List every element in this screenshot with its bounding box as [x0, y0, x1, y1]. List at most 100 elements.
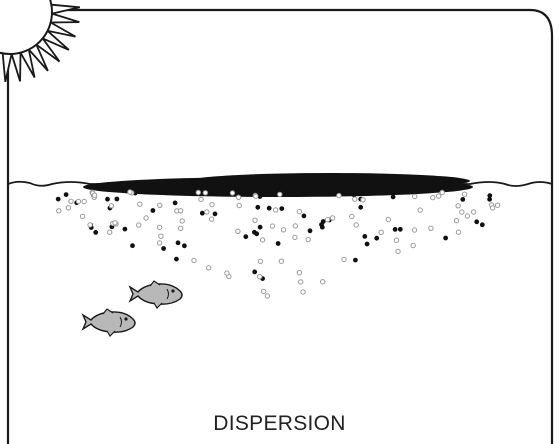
droplet-gray — [431, 195, 435, 199]
droplet-gray — [437, 194, 441, 198]
sun-icon — [0, 0, 80, 82]
droplet-gray — [456, 204, 460, 208]
droplet-gray — [306, 237, 310, 241]
droplet-gray — [258, 259, 262, 263]
droplet-gray — [210, 202, 214, 206]
droplet-gray — [495, 203, 499, 207]
droplet-gray — [225, 271, 229, 275]
droplet-dark — [94, 231, 98, 235]
droplet-dark — [267, 206, 271, 210]
droplet-gray — [265, 294, 269, 298]
droplet-dark — [256, 205, 260, 209]
droplet-gray — [92, 193, 96, 197]
droplet-gray — [209, 217, 213, 221]
droplet-dark — [305, 191, 309, 195]
droplet-gray — [413, 194, 417, 198]
droplet-dark — [56, 197, 60, 201]
droplet-gray — [278, 192, 282, 196]
droplet-dark — [258, 195, 262, 199]
droplet-dark — [375, 236, 379, 240]
droplet-gray — [144, 216, 148, 220]
droplet-gray — [66, 206, 70, 210]
droplet-gray — [394, 238, 398, 242]
droplet-gray — [379, 230, 383, 234]
droplet-gray — [297, 209, 301, 213]
droplet-dark — [444, 236, 448, 240]
droplet-dark — [183, 244, 187, 248]
droplet-gray — [158, 203, 162, 207]
droplet-gray — [236, 229, 240, 233]
droplet-cloud — [56, 190, 500, 298]
droplet-gray — [179, 226, 183, 230]
droplet-gray — [192, 258, 196, 262]
droplet-dark — [475, 220, 479, 224]
droplet-gray — [330, 216, 334, 220]
droplet-dark — [258, 225, 262, 229]
droplet-gray — [454, 219, 458, 223]
droplet-gray — [279, 259, 283, 263]
droplet-gray — [203, 191, 207, 195]
droplet-dark — [363, 235, 367, 239]
droplet-gray — [69, 199, 73, 203]
droplet-gray — [80, 214, 84, 218]
droplet-dark — [352, 193, 356, 197]
droplet-gray — [270, 224, 274, 228]
droplet-dark — [391, 195, 395, 199]
droplet-gray — [490, 206, 494, 210]
droplet-gray — [113, 221, 117, 225]
droplet-dark — [123, 227, 127, 231]
droplet-dark — [173, 201, 177, 205]
droplet-dark — [213, 212, 217, 216]
droplet-dark — [359, 205, 363, 209]
droplet-gray — [57, 209, 61, 213]
droplet-gray — [237, 203, 241, 207]
droplet-dark — [276, 242, 280, 246]
droplet-gray — [261, 289, 265, 293]
droplet-gray — [350, 214, 354, 218]
droplet-gray — [353, 197, 357, 201]
droplet-dark — [320, 225, 324, 229]
droplet-gray — [205, 210, 209, 214]
droplet-dark — [253, 270, 257, 274]
droplet-gray — [325, 217, 329, 221]
droplet-gray — [88, 223, 92, 227]
droplet-gray — [354, 223, 358, 227]
droplet-dark — [162, 247, 166, 251]
droplet-dark — [488, 197, 492, 201]
droplet-dark — [354, 258, 358, 262]
droplet-gray — [281, 228, 285, 232]
droplet-gray — [178, 209, 182, 213]
droplet-gray — [138, 202, 142, 206]
droplet-gray — [236, 195, 240, 199]
droplet-dark — [175, 257, 179, 261]
droplet-gray — [260, 238, 264, 242]
droplet-gray — [82, 199, 86, 203]
droplet-gray — [128, 190, 132, 194]
droplet-gray — [460, 210, 464, 214]
droplet-dark — [106, 197, 110, 201]
droplet-gray — [412, 228, 416, 232]
droplet-dark — [151, 209, 155, 213]
droplet-gray — [108, 230, 112, 234]
droplet-dark — [308, 229, 312, 233]
droplet-gray — [462, 192, 466, 196]
droplet-gray — [456, 230, 460, 234]
droplet-gray — [253, 218, 257, 222]
droplet-gray — [258, 275, 262, 279]
droplet-gray — [301, 290, 305, 294]
droplet-gray — [321, 280, 325, 284]
droplet-dark — [176, 241, 180, 245]
droplet-gray — [199, 197, 203, 201]
droplet-gray — [207, 266, 211, 270]
droplet-gray — [109, 204, 113, 208]
diagram-caption: DISPERSION — [0, 412, 559, 436]
droplet-dark — [115, 197, 119, 201]
droplet-gray — [337, 193, 341, 197]
droplet-dark — [64, 193, 68, 197]
fish-icon — [130, 281, 182, 308]
droplet-gray — [440, 190, 444, 194]
droplet-dark — [393, 228, 397, 232]
droplet-gray — [411, 243, 415, 247]
droplet-gray — [180, 219, 184, 223]
